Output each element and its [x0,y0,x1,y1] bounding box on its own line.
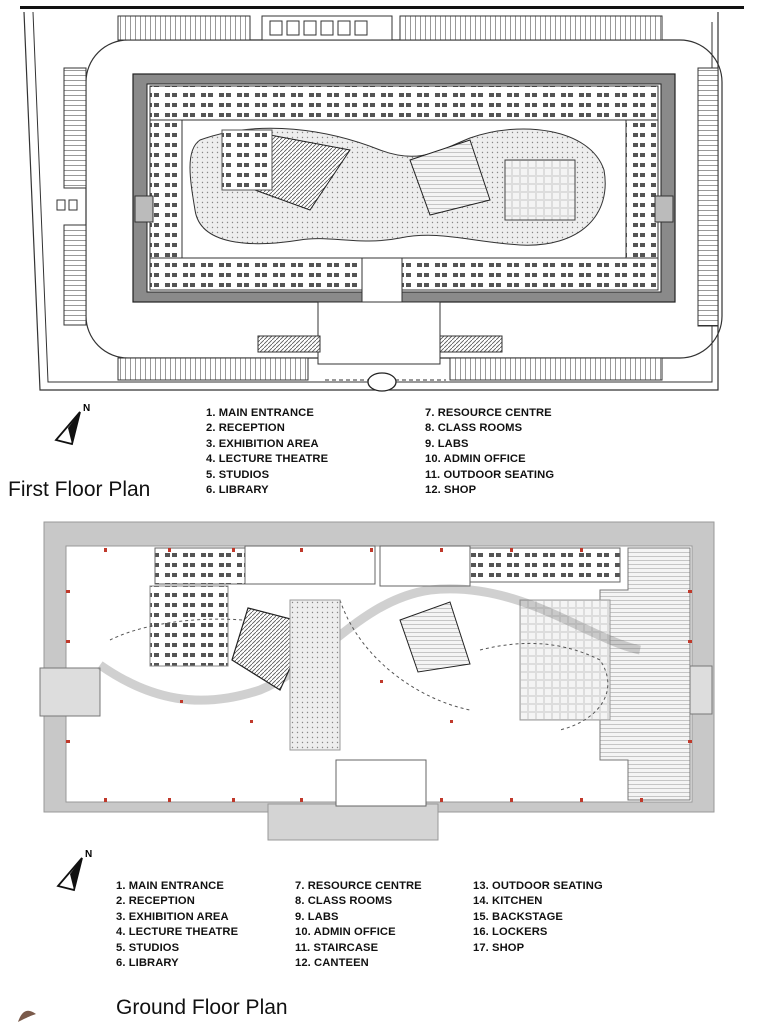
legend-item: 17. SHOP [473,941,525,954]
top-border-line [20,6,744,9]
legend-item: 7. RESOURCE CENTRE [425,407,552,419]
first-floor-caption: First Floor Plan [8,478,151,501]
north-label: N [83,403,90,414]
ground-floor-caption: Ground Floor Plan [116,996,288,1019]
ground-floor-legend-col3: 13. OUTDOOR SEATING 14. KITCHEN 15. BACK… [473,879,603,956]
north-arrow-icon: N [54,403,90,446]
legend-item: 10. ADMIN OFFICE [295,926,396,939]
north-label: N [85,849,92,860]
legend-item: 2. RECEPTION [116,895,195,908]
legend-item: 9. LABS [295,910,339,923]
legend-item: 13. OUTDOOR SEATING [473,880,603,892]
legend-item: 7. RESOURCE CENTRE [295,880,422,892]
legend-item: 12. SHOP [425,484,477,497]
first-floor-legend-left: 1. MAIN ENTRANCE 2. RECEPTION 3. EXHIBIT… [206,406,328,498]
legend-item: 3. EXHIBITION AREA [206,437,319,450]
legend-item: 4. LECTURE THEATRE [206,453,329,466]
north-arrow-icon: N [56,849,92,892]
legend-item: 9. LABS [425,437,469,450]
ground-floor-legend-col2: 7. RESOURCE CENTRE 8. CLASS ROOMS 9. LAB… [295,879,422,971]
legend-item: 11. OUTDOOR SEATING [425,468,555,481]
legend-item: 6. LIBRARY [206,484,269,497]
legend-item: 6. LIBRARY [116,957,179,970]
ground-floor-legend-col1: 1. MAIN ENTRANCE 2. RECEPTION 3. EXHIBIT… [116,879,238,971]
legend-item: 5. STUDIOS [206,468,270,481]
legend-item: 10. ADMIN OFFICE [425,453,526,466]
legend-item: 3. EXHIBITION AREA [116,910,229,923]
legend-item: 16. LOCKERS [473,926,548,939]
legend-item: 15. BACKSTAGE [473,910,563,923]
legend-item: 14. KITCHEN [473,895,543,908]
legend-item: 1. MAIN ENTRANCE [116,880,224,892]
legend-item: 8. CLASS ROOMS [295,895,393,908]
legend-item: 4. LECTURE THEATRE [116,926,239,939]
legend-item: 8. CLASS ROOMS [425,422,523,435]
legend-item: 5. STUDIOS [116,941,180,954]
legend-item: 1. MAIN ENTRANCE [206,407,314,419]
legend-item: 12. CANTEEN [295,957,369,970]
first-floor-legend-right: 7. RESOURCE CENTRE 8. CLASS ROOMS 9. LAB… [425,406,554,498]
decorative-ornament-icon [18,1010,36,1022]
legend-item: 11. STAIRCASE [295,941,379,954]
legend-item: 2. RECEPTION [206,422,285,435]
